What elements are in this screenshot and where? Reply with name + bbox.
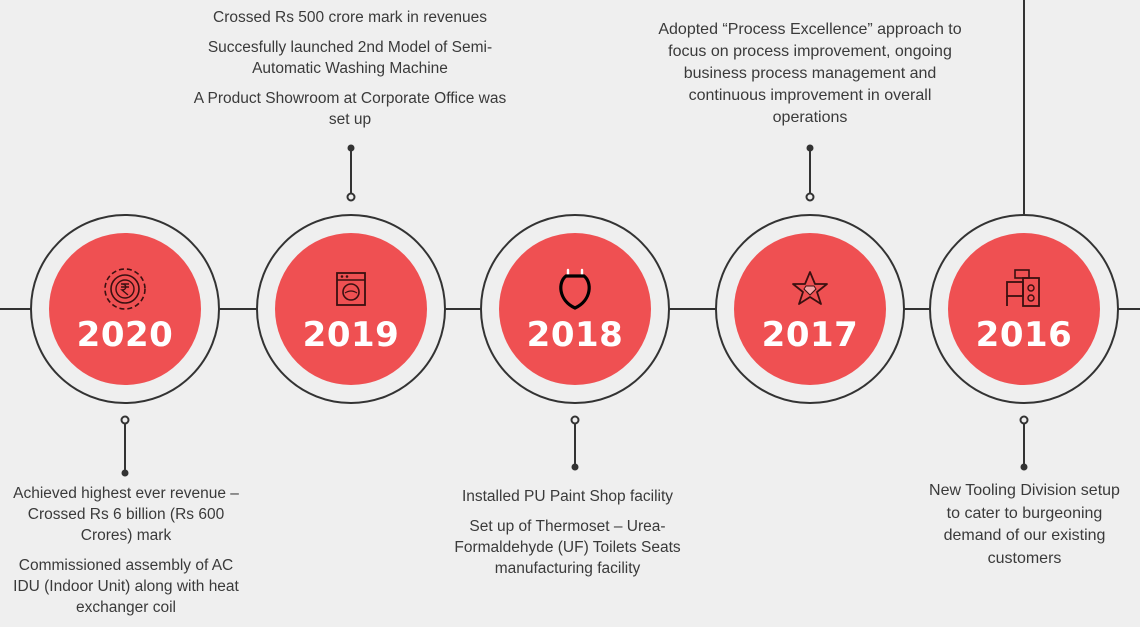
note-text: Crossed Rs 500 crore mark in revenues <box>213 9 487 26</box>
milestone-disc: 2017 <box>734 233 886 385</box>
milestone-notes-2020: Achieved highest ever revenue – Crossed … <box>5 483 247 627</box>
washing-machine-icon <box>336 272 366 306</box>
milestone-disc: 2018 <box>499 233 651 385</box>
rupee-gear-icon <box>104 268 146 310</box>
milestone-notes-2019: Crossed Rs 500 crore mark in revenues Su… <box>190 7 510 139</box>
milestone-year: 2016 <box>975 315 1073 355</box>
note-text: Adopted “Process Excellence” approach to… <box>658 21 962 126</box>
stem-2016-top-dot <box>1019 415 1029 425</box>
note-text: Installed PU Paint Shop facility <box>461 488 674 505</box>
milestone-notes-2016: New Tooling Division setup to cater to b… <box>922 480 1127 579</box>
toilet-seat-icon <box>559 268 591 310</box>
milestone-disc: 2020 <box>49 233 201 385</box>
note-text: Set up of Thermoset – Urea-Formaldehyde … <box>454 518 681 577</box>
stem-2019-top-dot <box>347 144 355 152</box>
tooling-machine-icon <box>1006 269 1040 307</box>
milestone-2018: 2018 <box>480 214 670 404</box>
milestone-2020: 2020 <box>30 214 220 404</box>
milestone-notes-2018: Installed PU Paint Shop facility Set up … <box>440 486 695 588</box>
stem-2016-bottom-dot <box>1020 463 1028 471</box>
milestone-notes-2017: Adopted “Process Excellence” approach to… <box>650 19 970 138</box>
note-text: Succesfully launched 2nd Model of Semi-A… <box>207 39 493 77</box>
milestone-2017: 2017 <box>715 214 905 404</box>
stem-2017-top-dot <box>806 144 814 152</box>
stem-2020-top-dot <box>120 415 130 425</box>
milestone-year: 2018 <box>526 315 624 355</box>
milestone-2016: 2016 <box>929 214 1119 404</box>
note-text: Achieved highest ever revenue – Crossed … <box>13 485 239 544</box>
note-text: A Product Showroom at Corporate Office w… <box>193 90 507 128</box>
milestone-disc: 2016 <box>948 233 1100 385</box>
milestone-year: 2019 <box>302 315 400 355</box>
milestone-disc: 2019 <box>275 233 427 385</box>
stem-2018-top-dot <box>570 415 580 425</box>
milestone-year: 2020 <box>76 315 174 355</box>
note-text: Commissioned assembly of AC IDU (Indoor … <box>13 557 239 616</box>
milestone-2019: 2019 <box>256 214 446 404</box>
star-diamond-icon <box>792 271 828 305</box>
stem-2017-bottom-dot <box>805 192 815 202</box>
milestone-year: 2017 <box>761 315 859 355</box>
stem-2019-bottom-dot <box>346 192 356 202</box>
note-text: New Tooling Division setup to cater to b… <box>929 482 1120 567</box>
stem-2020-bottom-dot <box>121 469 129 477</box>
stem-2018-bottom-dot <box>571 463 579 471</box>
